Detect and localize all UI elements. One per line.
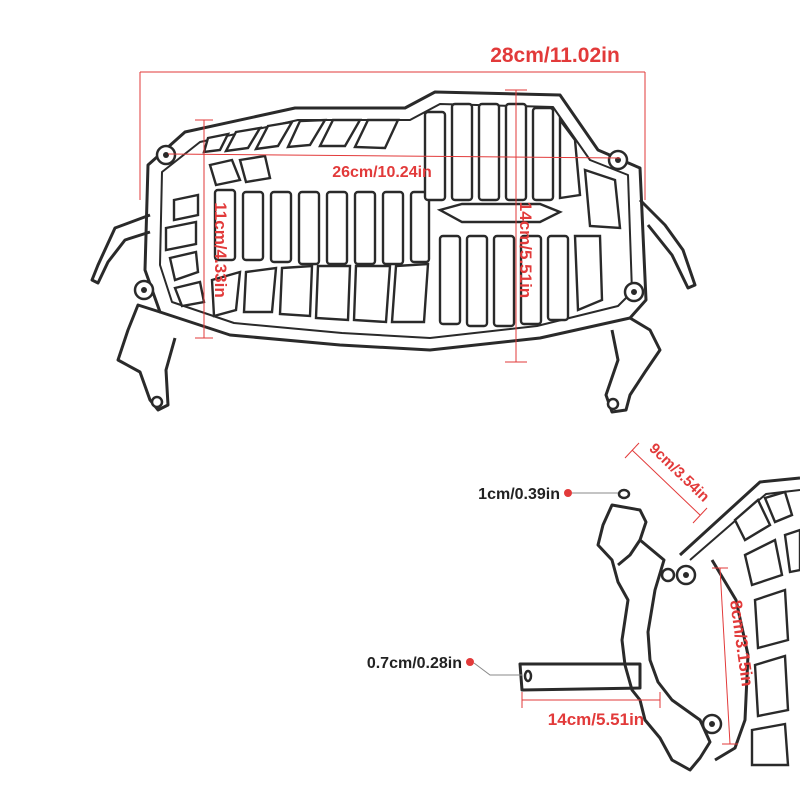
- grille-width-label: 26cm/10.24in: [332, 164, 432, 181]
- guard-slats-center: [210, 188, 431, 324]
- bracket-grille-slats: [733, 490, 800, 767]
- mounting-bracket-side-view: [518, 476, 800, 772]
- lower-hole-callout-dot: [466, 658, 474, 666]
- overall-width-label: 28cm/11.02in: [490, 44, 620, 67]
- bracket-height-label: 8cm/3.15in: [726, 599, 757, 688]
- bracket-dimension-lines: [473, 442, 738, 745]
- upper-hole-callout-label: 1cm/0.39in: [478, 486, 560, 503]
- bracket-depth-label: 14cm/5.51in: [548, 710, 644, 729]
- top-dimension-lines: [139, 71, 646, 363]
- left-height-label: 11cm/4.33in: [211, 202, 230, 297]
- upper-hole-callout-dot: [564, 489, 572, 497]
- center-height-label: 14cm/5.51in: [516, 202, 535, 298]
- headlight-guard-front-view: [90, 90, 697, 414]
- guard-slats-right: [423, 102, 622, 328]
- lower-hole-callout-label: 0.7cm/0.28in: [367, 655, 462, 672]
- guard-slats-left: [164, 118, 400, 308]
